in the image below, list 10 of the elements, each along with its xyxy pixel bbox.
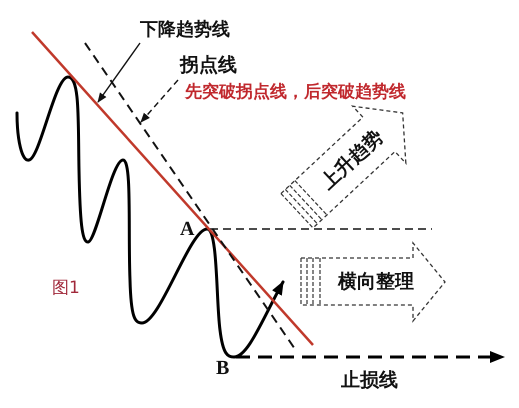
line-label: 下降趋势线	[140, 20, 230, 40]
annotation-text: 先突破拐点线，后突破趋势线	[185, 83, 406, 102]
leader-arrow	[140, 80, 179, 123]
point-label: B	[216, 357, 230, 379]
arrow-label: 上升趋势	[317, 126, 388, 194]
arrow-label: 横向整理	[338, 272, 414, 292]
figure-label: 图1	[52, 279, 80, 298]
point-label: A	[180, 218, 194, 240]
leader-arrow	[97, 42, 141, 103]
line-label: 止损线	[341, 370, 398, 391]
